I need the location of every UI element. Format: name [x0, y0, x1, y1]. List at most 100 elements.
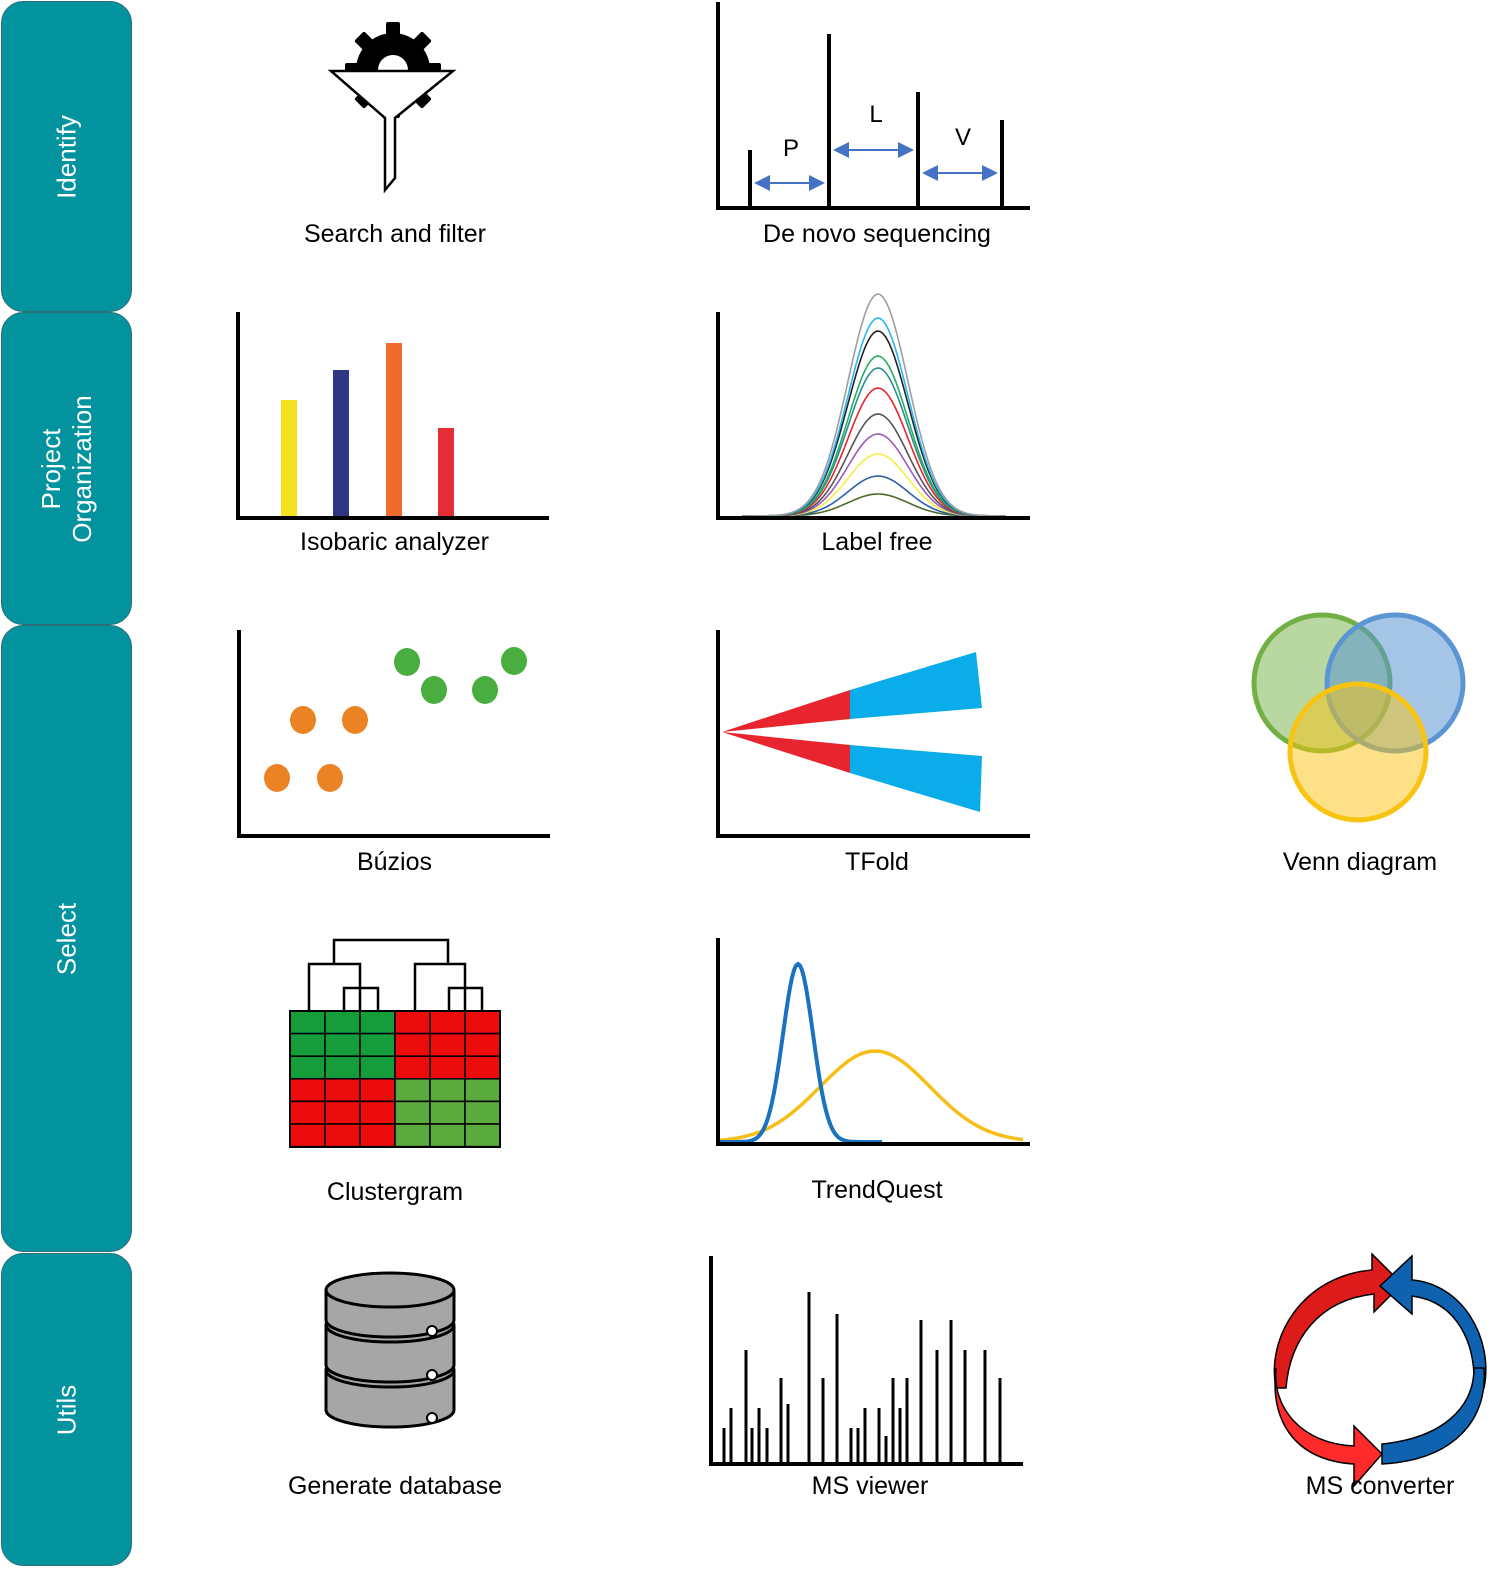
- scatter-point: [501, 647, 527, 675]
- tool-label-generate-database: Generate database: [287, 1472, 503, 1500]
- tool-search-filter[interactable]: Search and filter: [245, 0, 545, 260]
- heatmap-dendrogram-icon: [289, 938, 501, 1148]
- gaussian-curve: [742, 475, 1006, 517]
- tab-label-project-organization: Project Organization: [35, 394, 97, 543]
- bar-1: [281, 400, 297, 518]
- tab-label-identify: Identify: [51, 114, 81, 199]
- heatmap-cell: [464, 1010, 501, 1035]
- gaussian-curve: [742, 387, 1006, 517]
- tool-label-ms-converter: MS converter: [1305, 1472, 1455, 1500]
- tool-venn-diagram[interactable]: Venn diagram: [1240, 600, 1480, 890]
- heatmap-cell: [359, 1078, 396, 1103]
- tool-clustergram[interactable]: Clustergram: [270, 930, 520, 1220]
- spectrum-peaks-icon: P L V: [716, 2, 1030, 210]
- tab-utils[interactable]: Utils: [1, 1253, 132, 1566]
- tool-trendquest[interactable]: TrendQuest: [712, 936, 1042, 1216]
- venn-diagram-icon: [1251, 612, 1466, 823]
- gaussian-curve: [742, 317, 1006, 517]
- mass-spectrum-icon: [709, 1256, 1023, 1466]
- heatmap-cell: [359, 1032, 396, 1057]
- gaussian-curve: [742, 293, 1006, 517]
- heatmap-cell: [394, 1032, 431, 1057]
- gaussian-curve: [742, 330, 1006, 517]
- tool-generate-database[interactable]: Generate database: [270, 1260, 520, 1520]
- heatmap-cell: [324, 1123, 361, 1148]
- tool-ms-converter[interactable]: MS converter: [1262, 1248, 1498, 1518]
- tool-label-search-filter: Search and filter: [303, 220, 487, 248]
- heatmap-cell: [324, 1032, 361, 1057]
- heatmap-cell: [394, 1055, 431, 1080]
- funnel-gear-icon: [327, 22, 457, 194]
- scatter-point: [342, 706, 368, 734]
- heatmap-cell: [359, 1010, 396, 1035]
- tool-tfold[interactable]: TFold: [712, 628, 1042, 888]
- heatmap-cell: [324, 1010, 361, 1035]
- heatmap-cell: [429, 1123, 466, 1148]
- heatmap-cell: [324, 1078, 361, 1103]
- tool-de-novo-sequencing[interactable]: P L V De novo sequencing: [712, 0, 1042, 260]
- residue-label-l: L: [869, 101, 882, 128]
- heatmap-cell: [429, 1078, 466, 1103]
- heatmap-cell: [394, 1010, 431, 1035]
- tab-label-select: Select: [51, 902, 81, 975]
- residue-label-v: V: [955, 124, 971, 151]
- gaussian-peaks-icon: [716, 293, 1030, 520]
- gaussian-curve: [742, 355, 1006, 517]
- tab-identify[interactable]: Identify: [1, 1, 132, 312]
- circular-arrows-icon: [1273, 1252, 1487, 1488]
- heatmap-cell: [289, 1123, 326, 1148]
- tool-label-trendquest: TrendQuest: [811, 1176, 943, 1204]
- tool-label-venn: Venn diagram: [1282, 848, 1438, 876]
- residue-label-p: P: [783, 135, 799, 162]
- tool-ms-viewer[interactable]: MS viewer: [705, 1254, 1035, 1524]
- tool-label-tfold: TFold: [845, 848, 909, 876]
- heatmap-cell: [394, 1078, 431, 1103]
- heatmap-cell: [464, 1100, 501, 1125]
- bar-3: [386, 343, 402, 518]
- tool-label-ms-viewer: MS viewer: [811, 1472, 929, 1500]
- tool-label-label-free: Label free: [821, 528, 933, 556]
- bar-chart-icon: [236, 312, 549, 520]
- scatter-point: [317, 764, 343, 792]
- gaussian-curve: [742, 433, 1006, 517]
- fold-change-cones-icon: [716, 630, 1030, 838]
- heatmap-cell: [359, 1100, 396, 1125]
- heatmap-cell: [289, 1055, 326, 1080]
- heatmap-cell: [429, 1100, 466, 1125]
- bar-4: [438, 428, 454, 518]
- tab-label-utils: Utils: [51, 1384, 81, 1435]
- tool-label-clustergram: Clustergram: [326, 1178, 464, 1206]
- heatmap-cell: [359, 1123, 396, 1148]
- database-icon: [324, 1271, 456, 1429]
- venn-circle-yellow: [1287, 681, 1429, 823]
- scatter-point: [264, 764, 290, 792]
- tool-label-isobaric: Isobaric analyzer: [300, 528, 489, 556]
- heatmap-cell: [359, 1055, 396, 1080]
- tab-project-organization[interactable]: Project Organization: [1, 312, 132, 625]
- bar-2: [333, 370, 349, 518]
- heatmap-cell: [324, 1100, 361, 1125]
- scatter-point: [421, 676, 447, 704]
- tool-label-free[interactable]: Label free: [712, 293, 1042, 570]
- scatter-point: [472, 676, 498, 704]
- heatmap-cell: [429, 1032, 466, 1057]
- heatmap-cell: [289, 1100, 326, 1125]
- heatmap-cell: [289, 1078, 326, 1103]
- scatter-point: [290, 706, 316, 734]
- heatmap-cell: [394, 1123, 431, 1148]
- tool-isobaric-analyzer[interactable]: Isobaric analyzer: [232, 310, 557, 570]
- scatter-point: [394, 648, 420, 676]
- heatmap-cell: [464, 1032, 501, 1057]
- tool-buzios[interactable]: Búzios: [232, 628, 557, 888]
- heatmap-cell: [289, 1010, 326, 1035]
- tab-select[interactable]: Select: [1, 625, 132, 1252]
- heatmap-cell: [464, 1055, 501, 1080]
- tool-label-de-novo: De novo sequencing: [763, 220, 991, 248]
- gaussian-curve: [742, 413, 1006, 517]
- heatmap-cell: [464, 1123, 501, 1148]
- tool-label-buzios: Búzios: [356, 848, 433, 876]
- heatmap-cell: [464, 1078, 501, 1103]
- scatter-plot-icon: [237, 630, 550, 838]
- distribution-curves-icon: [716, 938, 1030, 1146]
- heatmap-cell: [429, 1055, 466, 1080]
